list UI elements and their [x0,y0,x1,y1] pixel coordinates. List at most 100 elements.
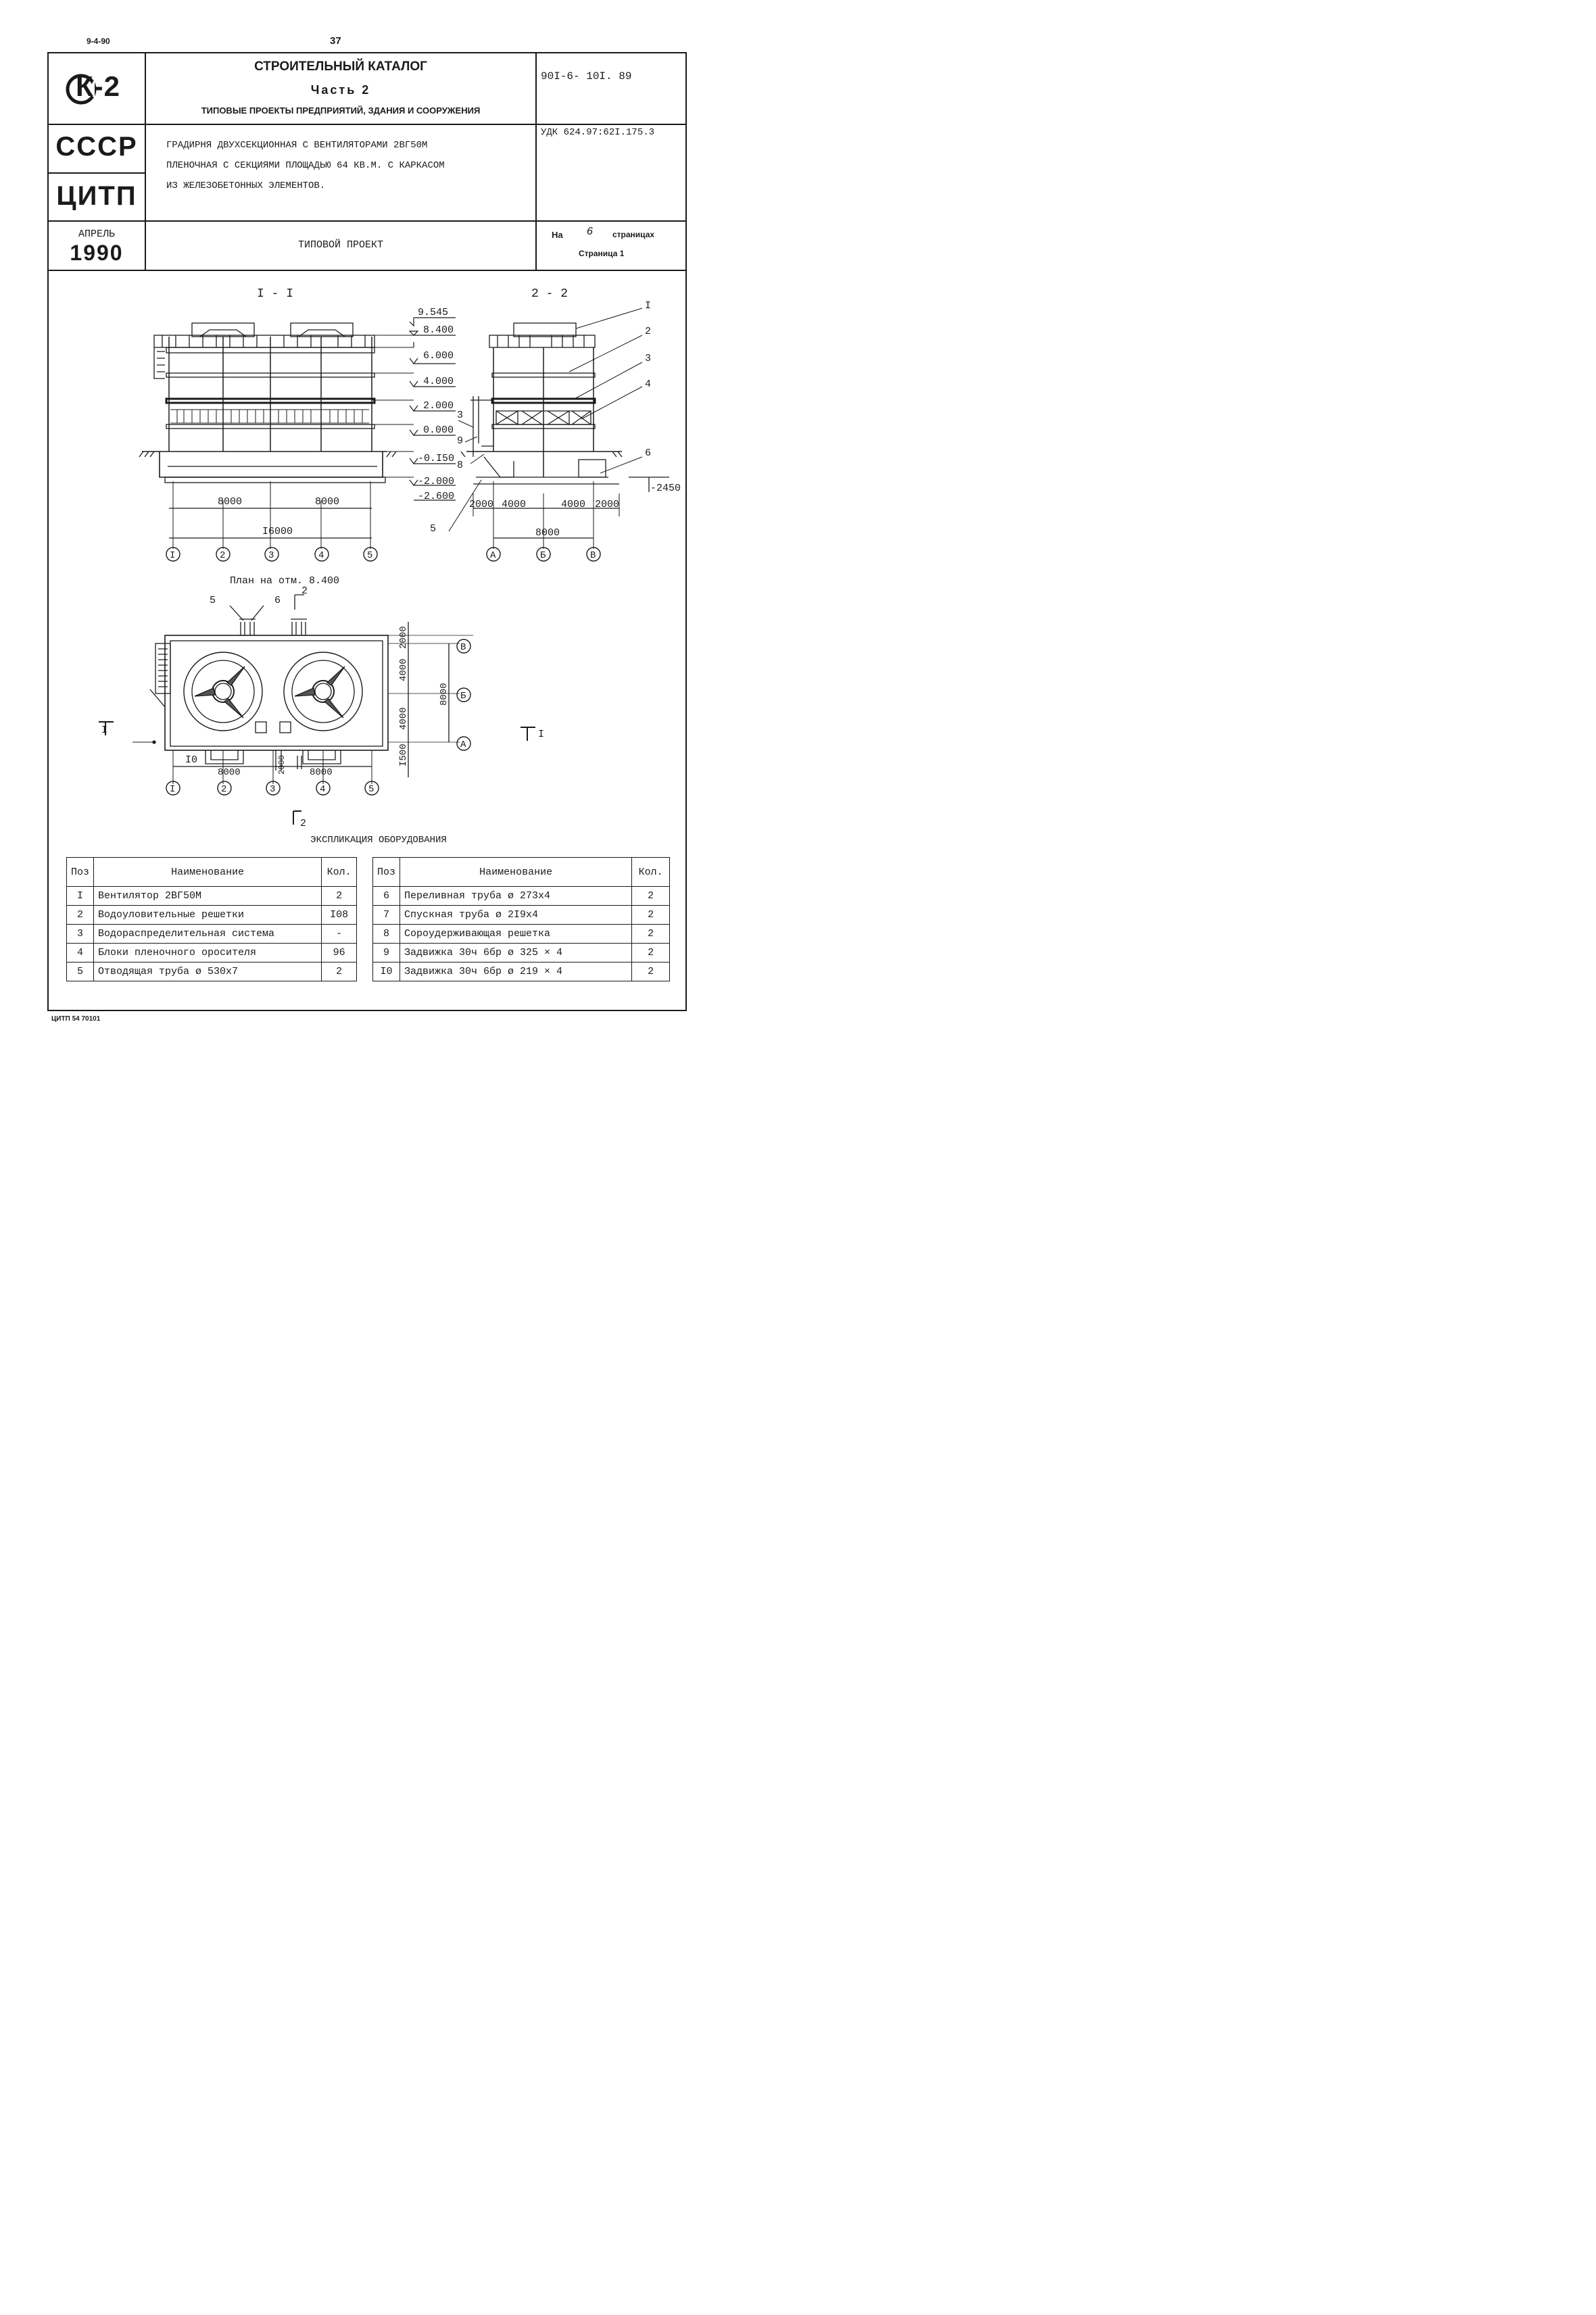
plan-callout: 2 [301,585,308,597]
dimension-label: I6000 [262,526,293,537]
table-title: ЭКСПЛИКАЦИЯ ОБОРУДОВАНИЯ [310,835,447,846]
section-mark: I [538,729,544,740]
plan-dimension: 4000 [398,707,409,730]
axis-label: В [590,550,596,561]
project-code: 90I-6- 10I. 89 [541,70,632,82]
plan-dimension: 4000 [398,658,409,681]
row-name: Водоуловительные решетки [93,905,322,925]
row-qty: 2 [631,962,670,981]
k2-logo [65,70,130,108]
table-header-qty: Кол. [631,857,670,887]
section-mark: I [101,725,107,736]
table-header-name: Наименование [93,857,322,887]
table-header-qty: Кол. [321,857,357,887]
row-qty: 2 [631,886,670,906]
table-header-pos: Поз [66,857,95,887]
row-qty: 2 [321,886,357,906]
elevation-label: -2.600 [418,491,454,502]
row-pos: 4 [66,943,95,962]
row-name: Сороудерживающая решетка [400,924,633,944]
year: 1990 [70,241,124,265]
row-name: Вентилятор 2ВГ50М [93,886,322,906]
axis-label: А [490,550,496,561]
section-mark: 2 [300,818,306,829]
axis-label: I [170,784,175,795]
logo-text: К-2 [76,70,120,102]
callout-label: 3 [645,353,651,364]
plan-callout: 5 [210,595,216,606]
table-header-pos: Поз [372,857,401,887]
elevation-label: 2.000 [423,400,454,412]
row-qty: 2 [631,943,670,962]
axis-label: Б [460,691,466,702]
divider [145,52,146,270]
axis-label: 4 [318,550,324,561]
row-pos: 8 [372,924,401,944]
description-line: ИЗ ЖЕЛЕЗОБЕТОННЫХ ЭЛЕМЕНТОВ. [166,180,326,191]
project-type: ТИПОВОЙ ПРОЕКТ [297,239,384,251]
table-header-name: Наименование [400,857,633,887]
row-name: Задвижка 30ч 6бр ø 325 × 4 [400,943,633,962]
row-name: Переливная труба ø 273х4 [400,886,633,906]
callout-label: 2 [645,326,651,337]
row-pos: 2 [66,905,95,925]
plan-dimension: 2000 [398,626,409,649]
ussr-label: СССР [55,132,138,162]
row-qty: 2 [321,962,357,981]
dimension-label: 4000 [561,499,585,510]
axis-label: 3 [268,550,274,561]
section2-title: 2 - 2 [531,287,568,301]
row-pos: 7 [372,905,401,925]
dimension-label: 8000 [315,496,339,508]
plan-dimension: 8000 [218,767,241,778]
axis-label: А [460,739,466,750]
elevation-label: 0.000 [423,424,454,436]
plan-dimension: I500 [398,744,409,766]
row-qty: 96 [321,943,357,962]
axis-label: В [460,642,466,653]
axis-label: 5 [367,550,372,561]
table-header-row: Поз Наименование Кол. [66,857,357,887]
axis-label: 3 [270,784,275,795]
row-pos: I [66,886,95,906]
plan-callout: I0 [185,754,197,766]
row-qty: 2 [631,924,670,944]
row-pos: 6 [372,886,401,906]
citp-label: ЦИТП [56,181,137,211]
plan-title: План на отм. 8.400 [230,575,339,587]
top-left-code: 9-4-90 [87,36,110,46]
axis-label: 4 [320,784,325,795]
axis-label: 2 [220,550,225,561]
row-qty: - [321,924,357,944]
row-name: Спускная труба ø 2I9х4 [400,905,633,925]
elevation-label: 8.400 [423,324,454,336]
callout-label: 8 [457,460,463,471]
plan-callout: 6 [274,595,281,606]
row-name: Блоки пленочного оросителя [93,943,322,962]
page-number: 37 [330,35,341,47]
callout-label: 6 [645,447,651,459]
row-pos: 5 [66,962,95,981]
divider [47,124,687,125]
row-qty: 2 [631,905,670,925]
pages-prefix: На [552,230,563,240]
callout-label: 9 [457,435,463,447]
row-pos: 3 [66,924,95,944]
footer-code: ЦИТП 54 70101 [51,1015,101,1023]
dimension-label: 4000 [502,499,526,510]
table-header-row: Поз Наименование Кол. [372,857,670,887]
month: АПРЕЛЬ [78,228,115,240]
callout-label: 4 [645,379,651,390]
dimension-label: 8000 [218,496,242,508]
description-line: ГРАДИРНЯ ДВУХСЕКЦИОННАЯ С ВЕНТИЛЯТОРАМИ … [166,140,428,151]
plan-dimension: 2000 [277,755,287,775]
